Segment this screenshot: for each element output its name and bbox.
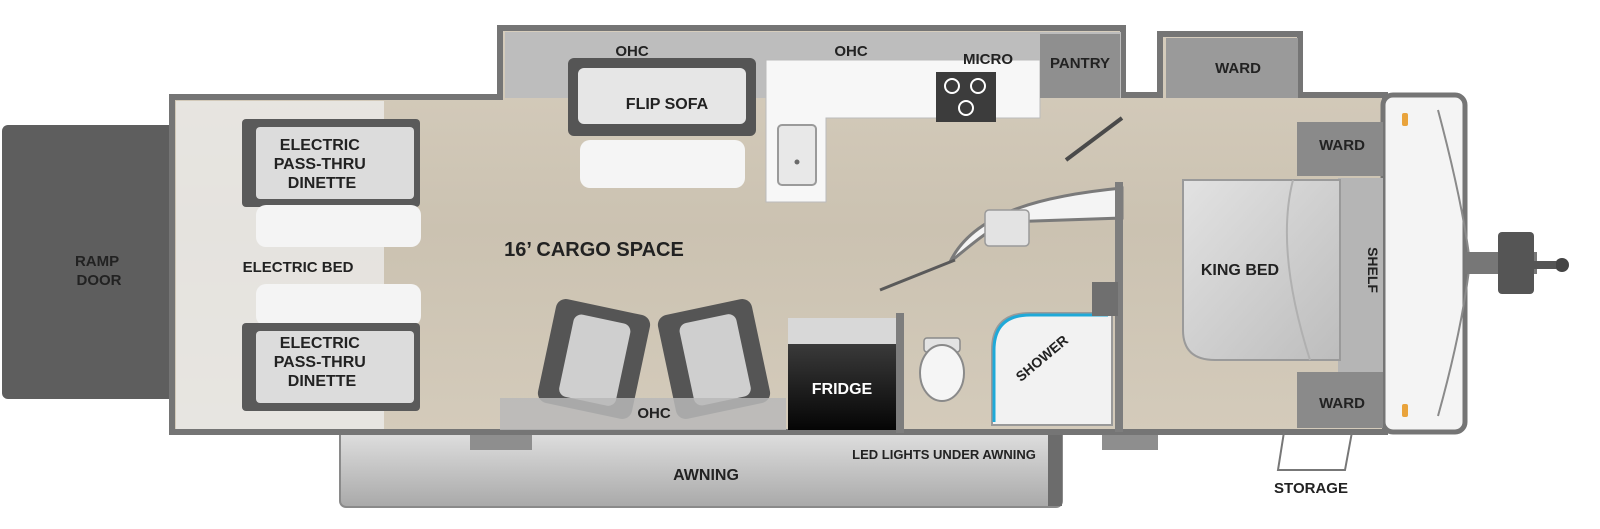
- cargo-space-label: 16’ CARGO SPACE: [504, 239, 684, 261]
- electric-bed-top: [256, 205, 421, 247]
- storage-label: STORAGE: [1274, 480, 1348, 497]
- bath-wall-left: [896, 313, 904, 433]
- storage[interactable]: [1276, 431, 1353, 471]
- ward-right-top-label: WARD: [1319, 137, 1365, 154]
- dinette-cushion-bottom: [256, 331, 414, 403]
- sink-icon: [777, 124, 817, 186]
- ohc-bottom-label: OHC: [637, 405, 671, 422]
- ohc-left-label: OHC: [615, 43, 649, 60]
- bath-wall-right: [1115, 182, 1123, 432]
- pantry[interactable]: [1040, 34, 1120, 98]
- door-swing: [1064, 116, 1124, 162]
- fridge-label: FRIDGE: [812, 381, 873, 398]
- micro-label: MICRO: [963, 51, 1013, 68]
- ward-right-top[interactable]: [1297, 122, 1383, 176]
- shower: [991, 282, 1118, 426]
- electric-bed-label: ELECTRIC BED: [243, 259, 354, 276]
- front-light-top: [1402, 113, 1408, 126]
- shelf-label: SHELF: [1365, 247, 1381, 293]
- bath-vanity: [948, 186, 1124, 264]
- flip-sofa-back: [578, 68, 746, 124]
- stove-icon: [936, 72, 996, 122]
- dinette-top-label: ELECTRIC PASS-THRU DINETTE: [274, 137, 371, 192]
- flip-sofa-cushion: [580, 140, 745, 188]
- ramp-door[interactable]: [2, 125, 176, 399]
- dinette-bottom-label: ELECTRIC PASS-THRU DINETTE: [274, 335, 371, 390]
- ohc-mid-label: OHC: [834, 43, 868, 60]
- ward-top[interactable]: [1166, 38, 1298, 98]
- ohc-bottom-cabinet: [500, 398, 786, 430]
- awning-label: AWNING: [673, 467, 739, 484]
- king-bed-label: KING BED: [1201, 262, 1279, 279]
- shelf: [1338, 178, 1383, 372]
- ward-top-label: WARD: [1215, 60, 1261, 77]
- dinette-cushion-top: [256, 127, 414, 199]
- toilet-icon: [919, 337, 965, 402]
- flip-sofa-label: FLIP SOFA: [626, 96, 709, 113]
- ward-right-bottom[interactable]: [1297, 372, 1383, 428]
- chair-icon: [537, 299, 771, 419]
- ward-right-bottom-label: WARD: [1319, 395, 1365, 412]
- electric-bed-bottom: [256, 284, 421, 326]
- ramp-door-label: RAMP DOOR: [75, 253, 123, 289]
- fridge[interactable]: [788, 344, 896, 430]
- hitch-icon: [1465, 232, 1569, 294]
- king-bed[interactable]: [1182, 179, 1341, 361]
- awning: [339, 424, 1063, 508]
- pantry-label: PANTRY: [1050, 55, 1110, 72]
- led-lights-label: LED LIGHTS UNDER AWNING: [852, 447, 1036, 462]
- front-light-bottom: [1402, 404, 1408, 417]
